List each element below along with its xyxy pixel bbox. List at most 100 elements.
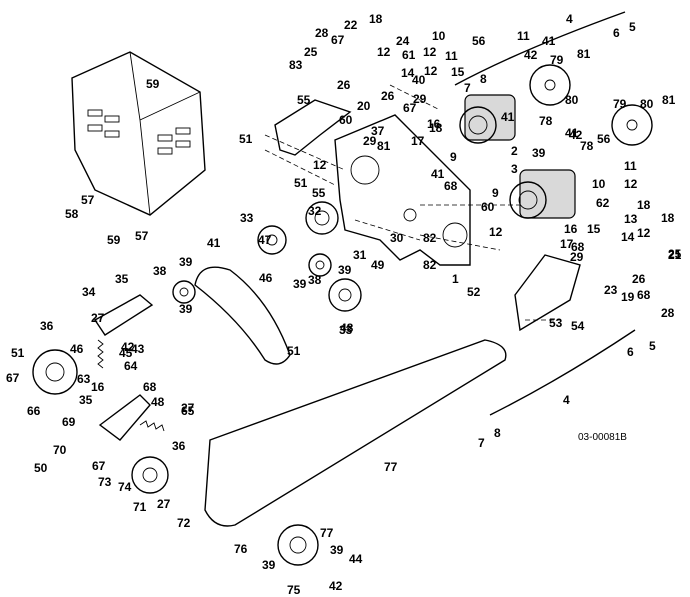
callout: 31 <box>353 248 367 262</box>
callout: 39 <box>330 543 344 557</box>
callout: 81 <box>577 47 591 61</box>
callout: 69 <box>62 415 76 429</box>
callout: 42 <box>524 48 538 62</box>
callout: 50 <box>34 461 48 475</box>
callout: 17 <box>560 237 574 251</box>
callout-labels: 1 2 3 4 4 5 5 6 6 7 7 8 8 9 9 10 10 11 1… <box>6 12 682 597</box>
callout: 81 <box>377 139 391 153</box>
fan-lower <box>611 104 653 146</box>
callout: 34 <box>82 285 96 299</box>
callout: 44 <box>349 552 363 566</box>
callout: 35 <box>115 272 129 286</box>
callout: 11 <box>624 159 637 173</box>
callout: 67 <box>331 33 345 47</box>
callout: 67 <box>6 371 20 385</box>
callout: 6 <box>627 345 634 359</box>
callout: 33 <box>240 211 254 225</box>
callout: 45 <box>119 346 133 360</box>
callout: 9 <box>450 150 457 164</box>
callout: 12 <box>637 226 651 240</box>
callout: 4 <box>563 393 570 407</box>
control-cable-upper <box>454 11 626 86</box>
callout: 33 <box>339 323 353 337</box>
idler-bracket <box>98 394 151 441</box>
callout: 55 <box>312 186 326 200</box>
callout: 28 <box>315 26 329 40</box>
callout: 58 <box>65 207 79 221</box>
callout: 2 <box>511 144 518 158</box>
callout: 41 <box>207 236 221 250</box>
spring-43 <box>97 339 104 369</box>
callout: 19 <box>621 290 635 304</box>
belt-76 <box>204 339 507 527</box>
callout: 36 <box>172 439 186 453</box>
callout: 4 <box>566 12 573 26</box>
callout: 82 <box>423 258 437 272</box>
pulley-38-lower <box>308 253 332 277</box>
callout: 82 <box>423 231 437 245</box>
callout: 26 <box>381 89 395 103</box>
callout: 14 <box>401 66 415 80</box>
callout: 39 <box>532 146 546 160</box>
callout: 7 <box>464 81 471 95</box>
callout: 78 <box>580 139 594 153</box>
callout: 46 <box>70 342 84 356</box>
callout: 40 <box>412 73 426 87</box>
callout: 1 <box>452 272 459 286</box>
callout: 39 <box>262 558 276 572</box>
callout: 59 <box>107 233 121 247</box>
callout: 60 <box>339 113 353 127</box>
pulley-73 <box>277 524 319 566</box>
callout: 73 <box>98 475 112 489</box>
callout: 12 <box>624 177 638 191</box>
callout: 51 <box>287 344 301 358</box>
callout: 51 <box>239 132 253 146</box>
callout: 30 <box>390 231 404 245</box>
callout: 67 <box>92 459 106 473</box>
callout: 65 <box>181 404 195 418</box>
callout: 3 <box>511 162 518 176</box>
callout: 12 <box>489 225 503 239</box>
callout: 39 <box>293 277 307 291</box>
callout: 17 <box>411 134 425 148</box>
callout: 71 <box>133 500 147 514</box>
callout: 59 <box>146 77 160 91</box>
callout: 16 <box>91 380 105 394</box>
callout: 15 <box>451 65 465 79</box>
callout: 27 <box>91 311 105 325</box>
callout: 72 <box>177 516 191 530</box>
callout: 60 <box>481 200 495 214</box>
pulley-69 <box>131 456 169 494</box>
callout: 12 <box>313 158 327 172</box>
callout: 57 <box>81 193 95 207</box>
callout: 10 <box>432 29 446 43</box>
callout: 43 <box>131 342 145 356</box>
callout: 18 <box>369 12 383 26</box>
belt-guard-bottom <box>514 254 581 332</box>
callout: 28 <box>661 306 675 320</box>
callout: 64 <box>124 359 138 373</box>
callout: 42 <box>569 128 583 142</box>
callout: 12 <box>377 45 391 59</box>
callout: 68 <box>143 380 157 394</box>
belt-guard-top <box>274 99 352 156</box>
drawing-number: 03-00081B <box>578 432 627 443</box>
callout: 63 <box>77 372 91 386</box>
callout: 18 <box>429 121 443 135</box>
callout: 24 <box>396 34 410 48</box>
callout: 68 <box>637 288 651 302</box>
callout: 14 <box>621 230 635 244</box>
callout: 49 <box>371 258 385 272</box>
callout: 76 <box>234 542 248 556</box>
spring-63 <box>139 420 165 432</box>
callout: 51 <box>11 346 25 360</box>
callout: 80 <box>640 97 654 111</box>
callout: 77 <box>320 526 334 540</box>
callout: 51 <box>294 176 308 190</box>
callout: 83 <box>289 58 303 72</box>
pulley-38-upper <box>172 280 196 304</box>
callout: 67 <box>403 101 417 115</box>
callout: 35 <box>79 393 93 407</box>
callout: 74 <box>118 480 132 494</box>
belt-49 <box>194 266 291 365</box>
